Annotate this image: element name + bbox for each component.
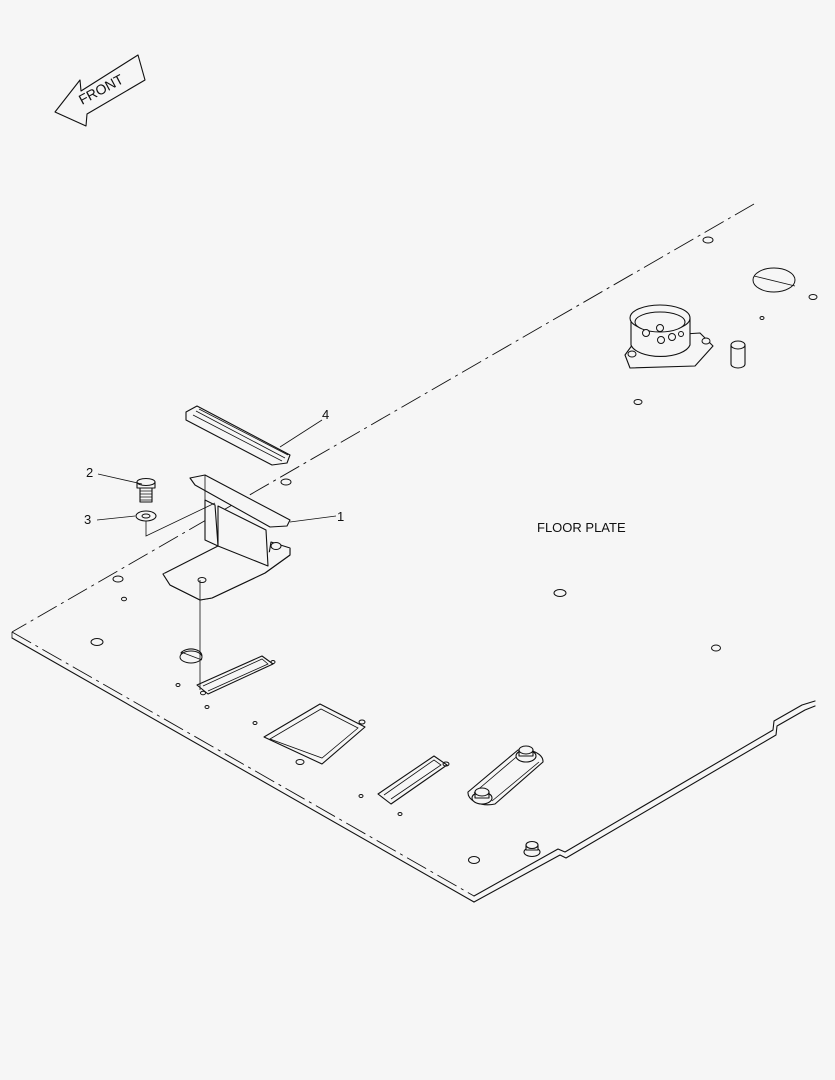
plate-hole xyxy=(358,794,364,798)
assembly-guide-lines xyxy=(145,475,216,690)
plate-hole xyxy=(280,478,292,486)
plate-hole xyxy=(808,294,818,300)
plate-hole xyxy=(358,719,366,725)
plate-hole xyxy=(759,316,765,320)
callout-leaders xyxy=(96,419,337,523)
front-arrow-icon: FRONT xyxy=(54,54,146,127)
plate-hole xyxy=(468,856,480,864)
bolt xyxy=(136,477,156,503)
callout-4: 4 xyxy=(322,407,329,422)
plate-hole xyxy=(553,589,567,597)
plate-hole xyxy=(397,812,403,816)
plate-hole xyxy=(112,575,124,583)
plate-hole xyxy=(204,705,210,709)
plate-hole xyxy=(295,759,305,765)
slot-openings xyxy=(196,655,448,805)
floor-plate-label: FLOOR PLATE xyxy=(537,520,626,535)
callout-2: 2 xyxy=(86,465,93,480)
plate-hole xyxy=(90,638,104,646)
link-bar xyxy=(467,745,544,858)
plate-hole xyxy=(121,596,127,602)
plate-hole xyxy=(200,690,206,696)
plate-hole xyxy=(633,399,643,405)
flange-housing xyxy=(624,304,746,369)
pedal-pad xyxy=(185,405,291,466)
plate-hole xyxy=(702,236,714,244)
floor-plate xyxy=(11,203,818,903)
plate-hole xyxy=(175,683,181,687)
callout-3: 3 xyxy=(84,512,91,527)
front-arrow-label: FRONT xyxy=(76,71,126,108)
callout-1: 1 xyxy=(337,509,344,524)
washer xyxy=(135,510,157,522)
plate-hole xyxy=(252,721,258,725)
pedal-bracket xyxy=(162,474,291,601)
plate-hole xyxy=(711,644,721,652)
